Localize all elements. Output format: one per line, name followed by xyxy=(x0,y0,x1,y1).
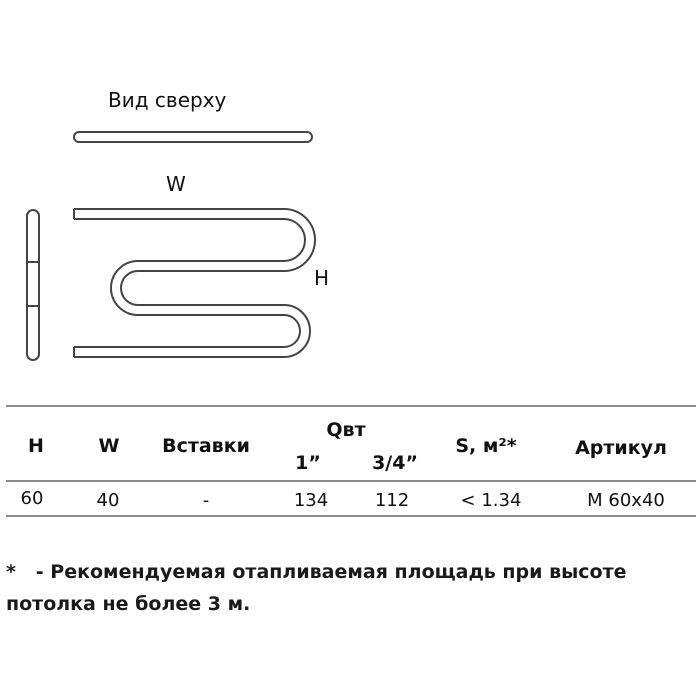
serpentine-pipe-inner xyxy=(74,218,306,348)
header-article: Артикул xyxy=(575,437,667,459)
header-w: W xyxy=(98,435,120,457)
footnote-marker: * xyxy=(6,561,16,583)
footnote-text-1: - Рекомендуемая отапливаемая площадь при… xyxy=(35,561,627,583)
header-power-1-inch: 1” xyxy=(295,452,321,474)
width-label: W xyxy=(166,172,186,196)
footnote-line-2: потолка не более 3 м. xyxy=(6,593,251,615)
header-area: S, м²* xyxy=(455,435,517,457)
footnote: * - Рекомендуемая отапливаемая площадь п… xyxy=(6,556,696,620)
spec-table: H W Вставки Qвт 1” 3/4” S, м²* Артикул 6… xyxy=(6,405,696,518)
cell-area: < 1.34 xyxy=(460,490,522,511)
height-label: H xyxy=(314,266,330,290)
towel-rail-drawing xyxy=(26,131,316,361)
cell-w: 40 xyxy=(96,490,120,511)
side-view-bar xyxy=(26,209,40,361)
cell-h: 60 xyxy=(20,488,44,509)
table-rule-top xyxy=(6,405,696,407)
table-rule-header xyxy=(6,480,696,482)
cell-article: М 60х40 xyxy=(587,490,665,511)
header-h: H xyxy=(28,435,44,457)
footnote-line-1: * - Рекомендуемая отапливаемая площадь п… xyxy=(6,556,696,588)
top-view-label: Вид сверху xyxy=(108,88,227,112)
header-power: Qвт xyxy=(326,419,366,441)
serpentine-pipe-outer xyxy=(74,208,316,358)
cell-power-1-inch: 134 xyxy=(293,490,329,511)
cell-power-3-4-inch: 112 xyxy=(374,490,410,511)
header-power-3-4-inch: 3/4” xyxy=(372,452,418,474)
top-view-bar xyxy=(73,131,313,143)
table-rule-bottom xyxy=(6,515,696,517)
header-inserts: Вставки xyxy=(162,435,250,457)
cell-inserts: - xyxy=(202,490,210,511)
